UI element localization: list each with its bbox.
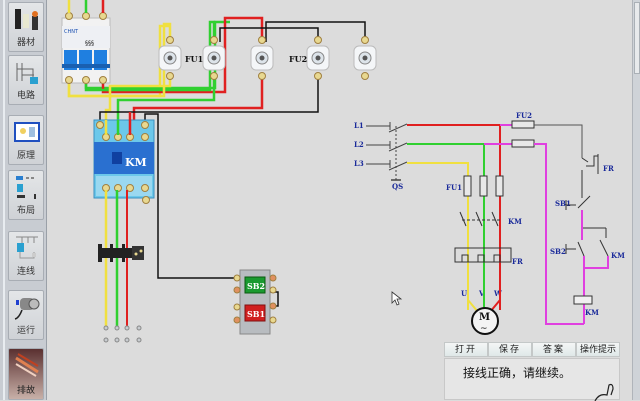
motor-terminals[interactable] xyxy=(103,325,142,343)
phase-l3-label: L3 xyxy=(354,159,364,168)
breaker-terminals[interactable] xyxy=(65,12,107,84)
status-message: 接线正确，请继续。 xyxy=(463,366,572,380)
motor-run-icon xyxy=(14,298,40,320)
sidebar-item-label: 连线 xyxy=(16,267,35,277)
terminal-u-label: U xyxy=(461,289,467,298)
phase-l1-label: L1 xyxy=(354,121,364,130)
terminal-w-label: W xyxy=(493,289,502,298)
hint-button[interactable]: 操作提示 xyxy=(576,342,620,357)
fr-label: FR xyxy=(512,257,523,266)
sidebar-item-troubleshoot[interactable]: 排故 xyxy=(8,348,44,400)
fu1-label: FU1 xyxy=(185,54,203,64)
motor-label: M xyxy=(479,312,490,323)
sidebar-item-label: 电路 xyxy=(16,91,35,101)
contactor-terminals[interactable] xyxy=(96,121,150,204)
ctrl-fr-label: FR xyxy=(603,164,614,173)
sidebar-item-wiring[interactable]: 连线 xyxy=(8,231,44,281)
contactor-label: KM xyxy=(125,156,147,169)
action-tabs: 打开 保存 答案 操作提示 xyxy=(444,342,620,358)
sidebar-item-layout[interactable]: 布局 xyxy=(8,170,44,220)
button-terminals[interactable] xyxy=(233,274,277,324)
circuit-breaker[interactable]: CHNT §§§ xyxy=(61,17,111,84)
circuit-icon xyxy=(16,63,38,84)
components-icon xyxy=(15,9,38,30)
motor-ac-symbol: ~ xyxy=(480,324,488,334)
fu2-label: FU2 xyxy=(289,54,307,64)
ctrl-km-coil-label: KM xyxy=(585,308,599,317)
vertical-scrollbar[interactable] xyxy=(632,0,640,400)
km-main-label: KM xyxy=(508,217,522,226)
sidebar-item-principle[interactable]: 原理 xyxy=(8,115,44,165)
breaker-brand: CHNT xyxy=(64,29,79,35)
stop-button-sb1[interactable]: SB1 xyxy=(244,304,266,322)
answer-button[interactable]: 答案 xyxy=(532,342,576,357)
sidebar-item-run[interactable]: 运行 xyxy=(8,290,44,340)
fuse-group-1[interactable] xyxy=(158,36,274,80)
scrollbar-thumb[interactable] xyxy=(634,2,640,74)
sidebar-item-label: 排故 xyxy=(16,386,35,396)
mouse-cursor-icon xyxy=(391,291,403,306)
ctrl-sb1-label: SB1 xyxy=(555,199,571,208)
qs-label: QS xyxy=(392,182,403,191)
troubleshoot-icon xyxy=(15,353,39,377)
coil-km xyxy=(573,295,593,305)
ctrl-km-hold-label: KM xyxy=(611,251,625,260)
message-panel: 接线正确，请继续。 xyxy=(444,358,620,401)
fu2-schem-label: FU2 xyxy=(516,111,532,120)
sb2-label: SB2 xyxy=(247,281,265,291)
start-button-sb2[interactable]: SB2 xyxy=(244,276,266,294)
sb1-label: SB1 xyxy=(247,309,265,319)
wiring-icon xyxy=(16,236,38,259)
sidebar-item-label: 布局 xyxy=(16,206,35,216)
schematic-diagram: L1 L2 L3 QS FU1 FU2 KM FR U V W FR SB1 S… xyxy=(354,111,625,317)
motor-m: M ~ xyxy=(471,307,499,335)
sidebar-item-components[interactable]: 器材 xyxy=(8,2,44,52)
svg-text:§§§: §§§ xyxy=(85,40,94,47)
fuse-group-2[interactable] xyxy=(306,36,377,80)
schematic-fuses xyxy=(463,120,535,197)
sidebar-item-circuit[interactable]: 电路 xyxy=(8,55,44,105)
open-button[interactable]: 打开 xyxy=(444,342,488,357)
phase-l2-label: L2 xyxy=(354,140,364,149)
principle-icon xyxy=(14,122,40,142)
overload-relay-fr[interactable] xyxy=(98,244,144,262)
sidebar-item-label: 原理 xyxy=(16,151,35,161)
sidebar-item-label: 器材 xyxy=(16,38,35,48)
save-button[interactable]: 保存 xyxy=(488,342,532,357)
sidebar: 器材 电路 原理 布局 连线 运行 排故 xyxy=(0,0,47,400)
ctrl-sb2-label: SB2 xyxy=(550,247,566,256)
sidebar-item-label: 运行 xyxy=(16,326,35,336)
layout-icon xyxy=(16,176,36,199)
terminal-v-label: V xyxy=(478,289,485,298)
thumbs-up-icon xyxy=(594,383,614,401)
fu1-schem-label: FU1 xyxy=(446,183,462,192)
